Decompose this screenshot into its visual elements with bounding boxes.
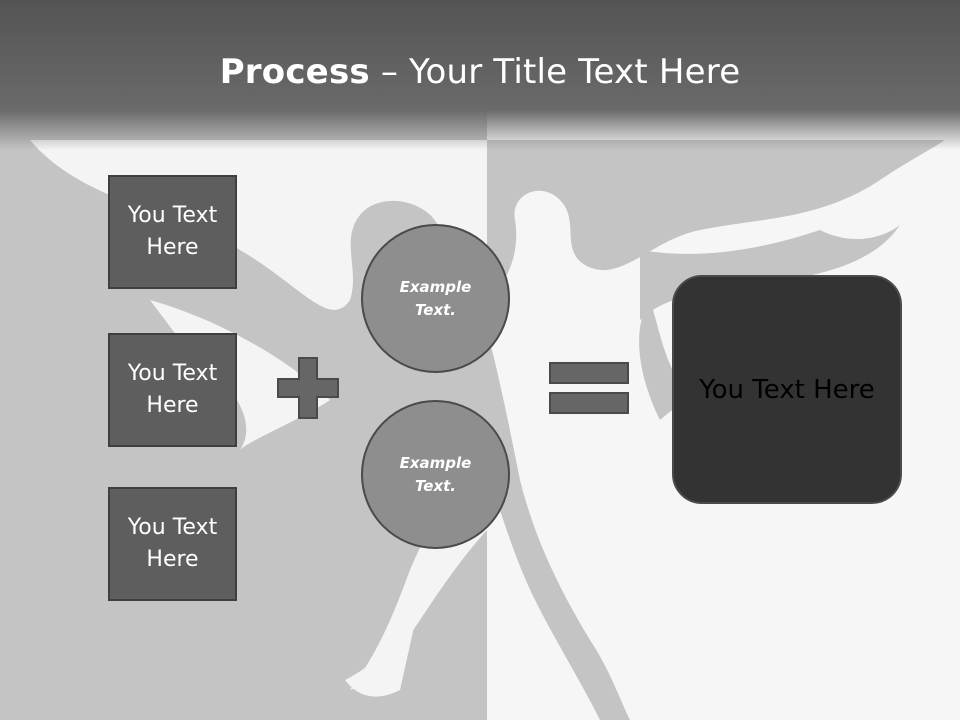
- equals-icon: [549, 362, 629, 414]
- input-box-2: You Text Here: [108, 333, 237, 447]
- input-box-3: You Text Here: [108, 487, 237, 601]
- result-box: You Text Here: [672, 275, 902, 504]
- title-rest: – Your Title Text Here: [369, 52, 741, 92]
- example-circle-2: Example Text.: [361, 400, 510, 549]
- header-bar: [0, 0, 960, 150]
- plus-icon: [277, 357, 339, 419]
- page-title: Process – Your Title Text Here: [0, 52, 960, 92]
- title-bold: Process: [219, 52, 370, 92]
- input-box-1: You Text Here: [108, 175, 237, 289]
- example-circle-1: Example Text.: [361, 224, 510, 373]
